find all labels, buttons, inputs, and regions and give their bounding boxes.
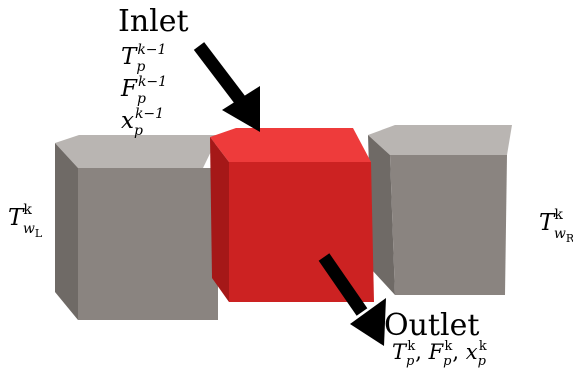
right-wall-cube-top: [368, 125, 512, 155]
right-wall-cube-side: [368, 135, 395, 295]
inlet-var-2: xpk−1: [121, 106, 164, 139]
inlet-var-0: Tpk−1: [121, 42, 166, 75]
center-cube-top: [210, 128, 371, 162]
left-wall-cube-front: [78, 168, 218, 320]
outlet-vars: Tpk, Fpk, xpk: [392, 339, 487, 369]
left-wall-cube-side: [55, 143, 78, 320]
center-cube-front: [229, 162, 374, 302]
inlet-arrow: [193, 42, 260, 132]
center-cube-side: [210, 137, 229, 302]
inlet-label: Inlet: [118, 4, 189, 39]
outlet-arrow: [318, 253, 386, 346]
inlet-var-1: Fpk−1: [120, 74, 167, 107]
left-wall-cube-top: [55, 135, 219, 168]
center-cube: [210, 128, 374, 302]
left-wall-cube: [55, 135, 219, 320]
outlet-label: Outlet: [384, 308, 479, 343]
right-wall-cube: [368, 125, 512, 295]
right-wall-cube-front: [390, 155, 507, 295]
